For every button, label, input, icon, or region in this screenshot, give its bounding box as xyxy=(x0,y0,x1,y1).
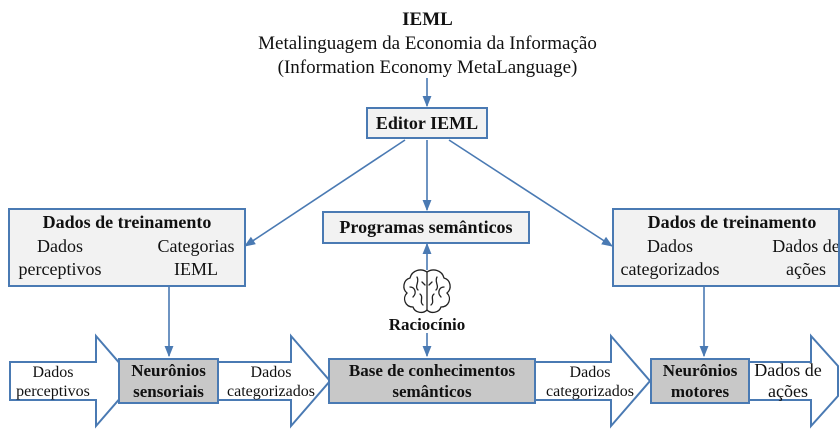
brain-icon xyxy=(403,269,451,314)
arrow-editor-to-training-left xyxy=(244,139,406,247)
header-subtitle-en: (Information Economy MetaLanguage) xyxy=(277,57,578,78)
categorized-2-line2: categorizados xyxy=(546,383,634,400)
editor-label: Editor IEML xyxy=(375,112,479,133)
training-left-source-1: Dados xyxy=(37,236,83,256)
sensory-line2: sensoriais xyxy=(133,382,204,401)
header-subtitle-pt: Metalinguagem da Economia da Informação xyxy=(258,33,597,54)
sensory-line1: Neurônios xyxy=(131,361,206,380)
editor-box: Editor IEML xyxy=(366,107,488,139)
training-box-left: Dados de treinamento Dados perceptivos C… xyxy=(8,208,246,287)
training-left-target-2: IEML xyxy=(174,259,218,279)
programs-label: Programas semânticos xyxy=(339,217,513,237)
motor-line2: motores xyxy=(670,382,730,401)
motor-line1: Neurônios xyxy=(662,361,738,380)
output-actions-line2: ações xyxy=(768,381,808,401)
categorized-1-line2: categorizados xyxy=(227,383,315,400)
training-right-target-2: ações xyxy=(786,259,826,279)
kb-line1: Base de conhecimentos xyxy=(348,361,516,380)
input-data-line2: perceptivos xyxy=(16,383,90,400)
programs-box: Programas semânticos xyxy=(322,211,530,244)
training-left-source-2: perceptivos xyxy=(18,259,102,279)
training-left-title: Dados de treinamento xyxy=(42,212,212,232)
header-title: IEML xyxy=(402,9,453,30)
pipeline-arrow-categorized-1 xyxy=(216,333,332,429)
reasoning-label: Raciocínio xyxy=(388,315,466,334)
training-box-right: Dados de treinamento Dados categorizados… xyxy=(612,208,840,287)
training-right-source-2: categorizados xyxy=(620,259,720,279)
knowledge-base-box: Base de conhecimentos semânticos xyxy=(328,358,536,404)
kb-line2: semânticos xyxy=(392,382,472,401)
categorized-1-line1: Dados xyxy=(250,364,292,381)
output-actions-line1: Dados de xyxy=(754,360,822,380)
training-left-target-1: Categorias xyxy=(157,236,235,256)
pipeline-arrow-categorized-2 xyxy=(533,333,652,429)
input-data-line1: Dados xyxy=(32,364,74,381)
training-right-source-1: Dados xyxy=(647,236,693,256)
training-right-title: Dados de treinamento xyxy=(647,212,817,232)
pipeline-arrow-output xyxy=(748,333,839,429)
motor-neurons-box: Neurônios motores xyxy=(650,358,750,404)
sensory-neurons-box: Neurônios sensoriais xyxy=(118,358,219,404)
arrow-editor-to-training-right xyxy=(448,139,613,247)
categorized-2-line1: Dados xyxy=(569,364,611,381)
pipeline-arrow-input xyxy=(9,333,137,429)
training-right-target-1: Dados de xyxy=(772,236,840,256)
